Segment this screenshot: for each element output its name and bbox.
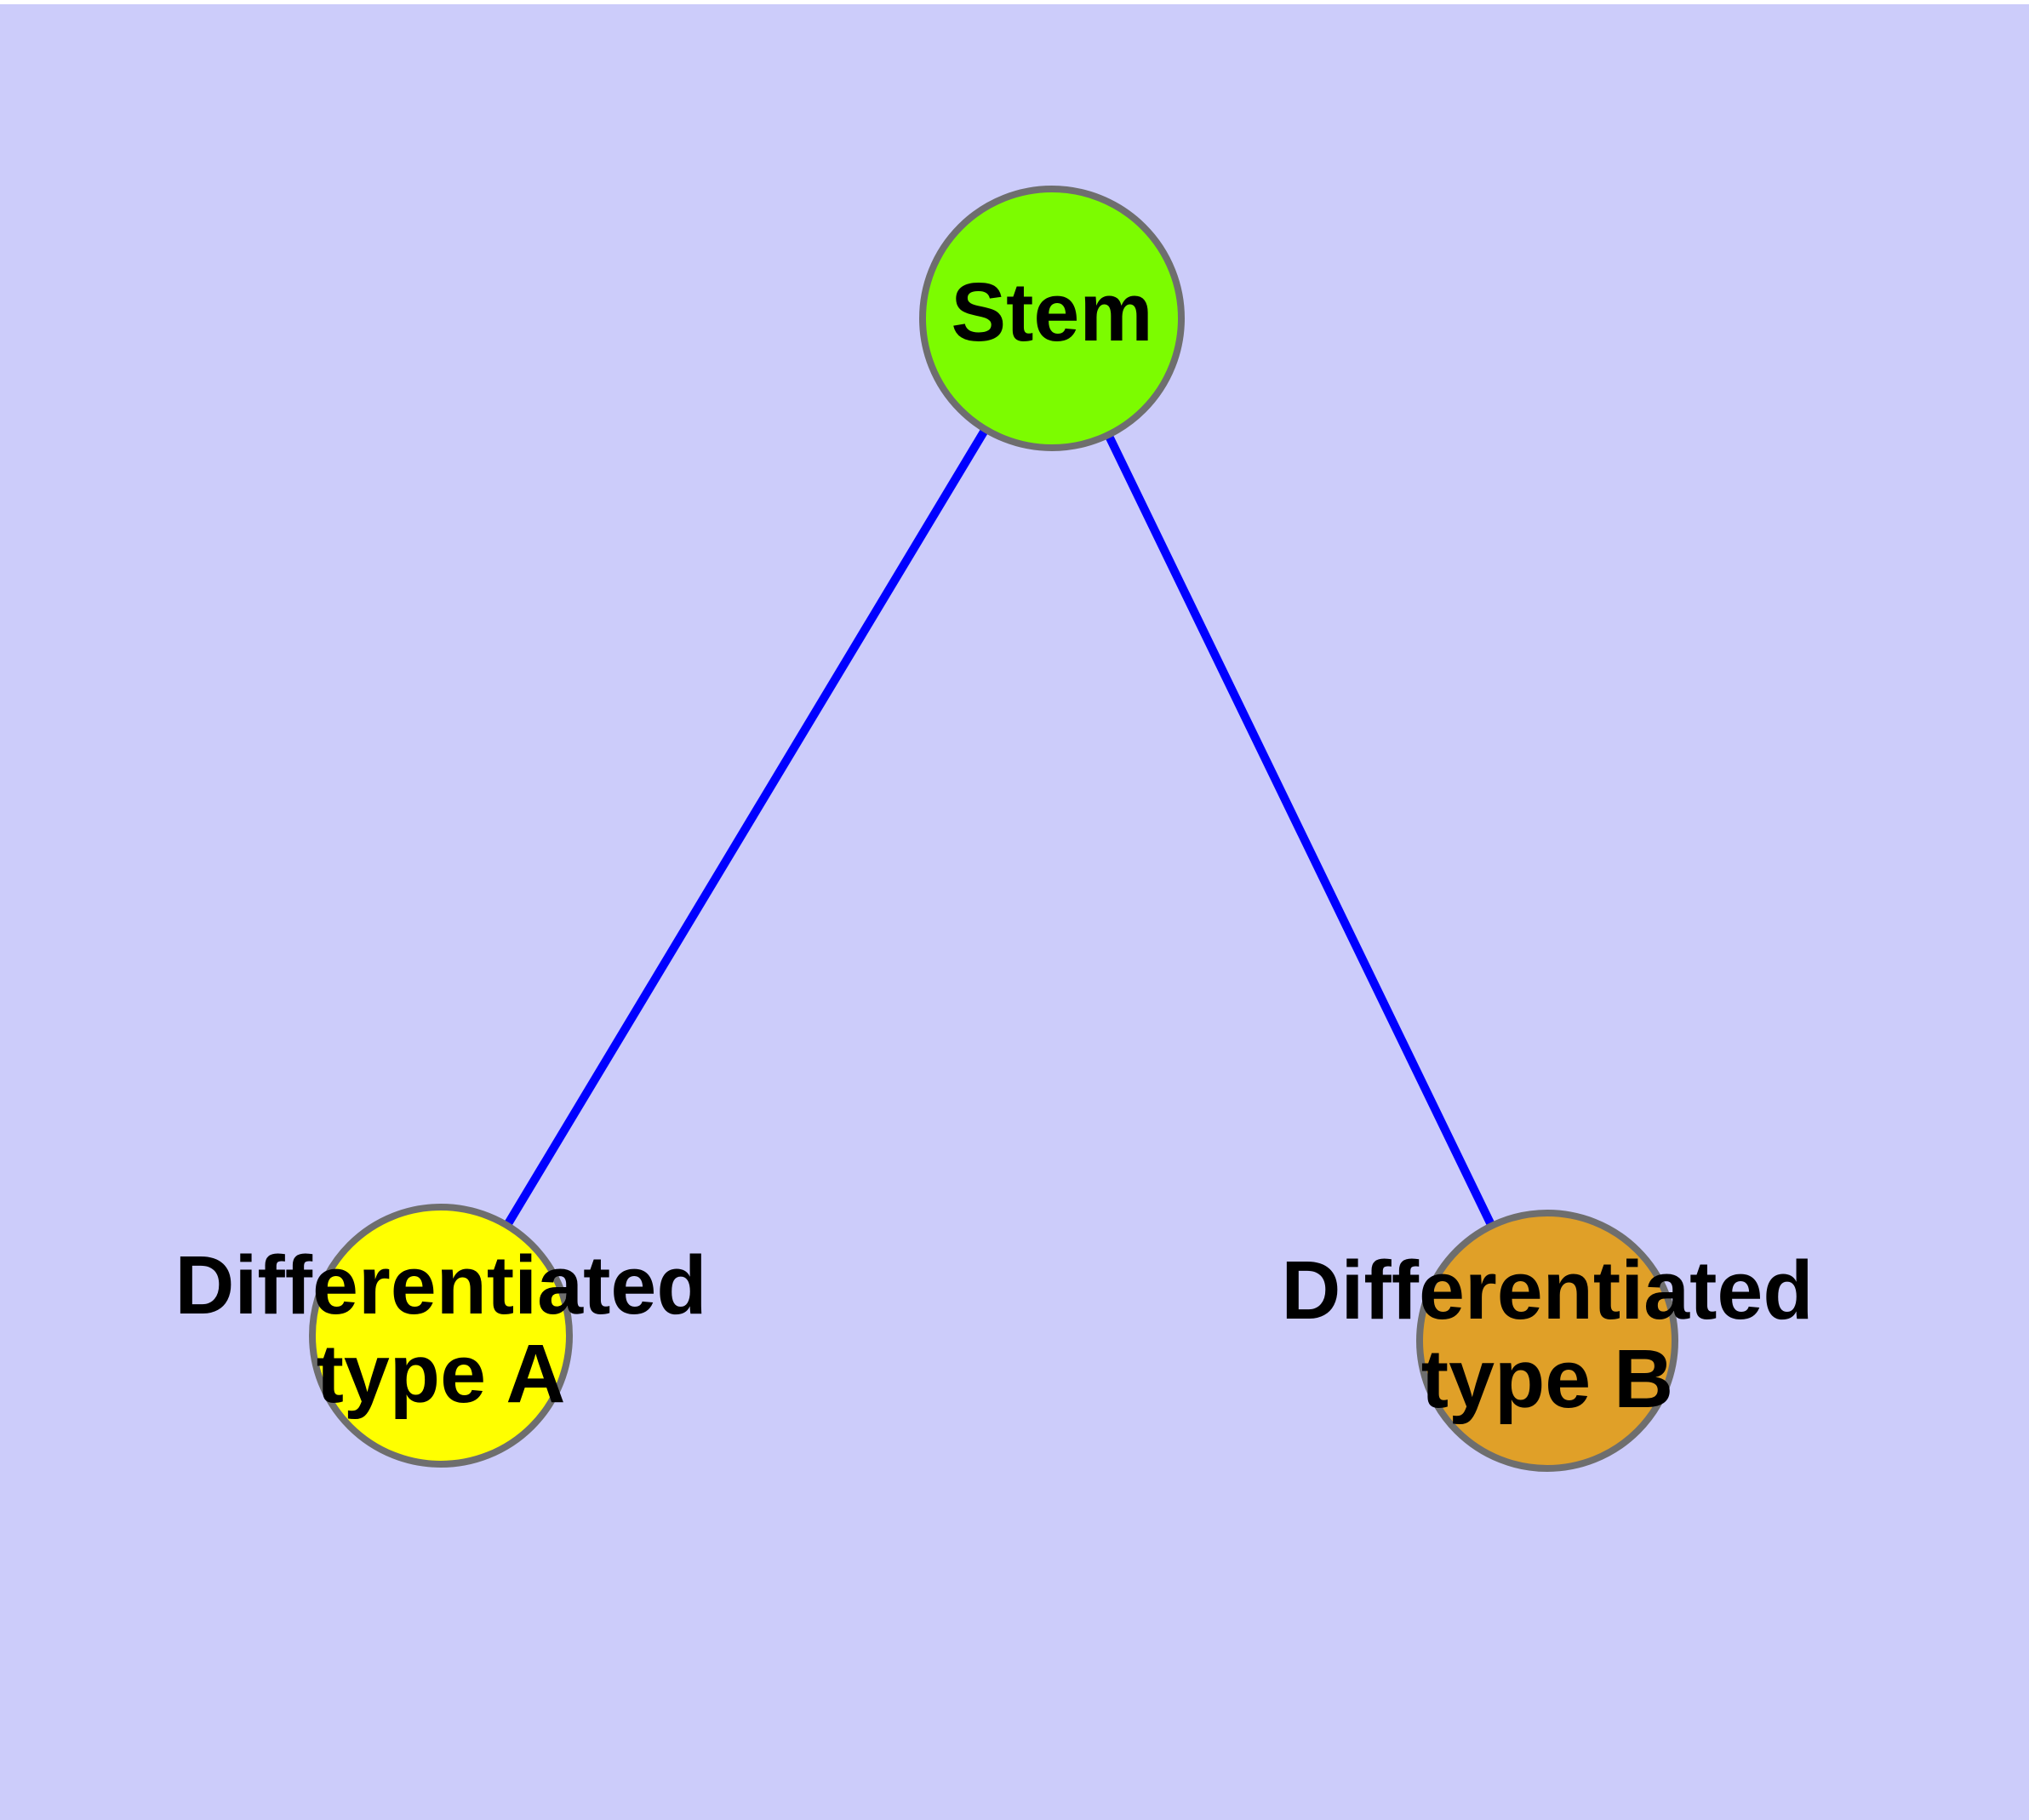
- node-label-line: Differentiated: [174, 1239, 706, 1331]
- node-label-line: type B: [1421, 1332, 1673, 1425]
- node-label-line: Stem: [951, 266, 1152, 358]
- node-circle-diff_b[interactable]: [1416, 1210, 1678, 1472]
- node-circle-stem[interactable]: [919, 186, 1185, 451]
- node-stem[interactable]: Stem: [919, 186, 1185, 451]
- node-label-line: Differentiated: [1281, 1244, 1813, 1336]
- edges-layer: [502, 426, 1496, 1229]
- node-label-line: type A: [317, 1327, 566, 1420]
- node-circle-diff_a[interactable]: [309, 1204, 573, 1468]
- node-label-stem: Stem: [951, 266, 1152, 358]
- edge-stem-to-diff_a: [502, 426, 991, 1229]
- edge-stem-to-diff_b: [1103, 431, 1496, 1229]
